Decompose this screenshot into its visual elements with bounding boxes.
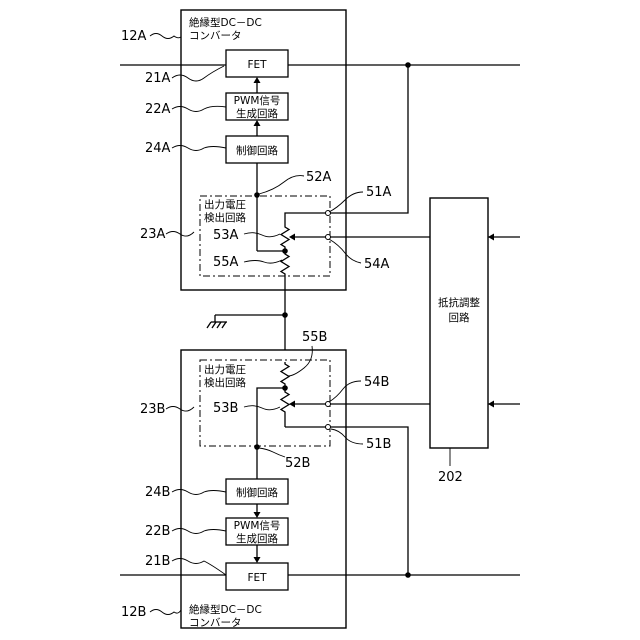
- ref-53b: 53B: [213, 401, 238, 416]
- ref-24b: 24B: [145, 485, 170, 500]
- ref-12b: 12B: [121, 605, 146, 620]
- ref-24a: 24A: [145, 141, 171, 156]
- ref-23a: 23A: [140, 227, 166, 242]
- converter-a-title-line2: コンバータ: [189, 30, 242, 42]
- converter-b-title-line2: コンバータ: [189, 617, 242, 629]
- terminal-54b: [326, 402, 331, 407]
- ref-51a: 51A: [366, 185, 392, 200]
- adjuster-line2: 回路: [449, 311, 470, 324]
- node-52a: [254, 192, 260, 198]
- control-a-label: 制御回路: [236, 144, 278, 157]
- detector-b-line1: 出力電圧: [204, 363, 246, 376]
- ref-52a: 52A: [306, 170, 332, 185]
- fet-b-label: FET: [247, 572, 267, 584]
- ground-icon: [207, 315, 227, 328]
- terminal-54a: [326, 235, 331, 240]
- ground-node: [282, 312, 288, 318]
- detector-b-line2: 検出回路: [204, 376, 246, 389]
- output-node-a: [405, 62, 411, 68]
- ref-21a: 21A: [145, 71, 171, 86]
- ref-12a: 12A: [121, 29, 147, 44]
- ref-51b: 51B: [366, 437, 391, 452]
- ref-55b: 55B: [302, 330, 327, 345]
- adjuster: 抵抗調整 回路 202: [331, 198, 521, 485]
- terminal-51b: [326, 425, 331, 430]
- node-52b: [254, 444, 260, 450]
- pwm-b-line1: PWM信号: [234, 520, 281, 532]
- ref-54b: 54B: [364, 375, 389, 390]
- ref-53a: 53A: [213, 228, 239, 243]
- ref-54a: 54A: [364, 257, 390, 272]
- converter-b: 出力電圧 検出回路 制御回路 PWM信号 生成回路 FET 絶縁: [121, 330, 408, 629]
- pwm-b-line2: 生成回路: [236, 532, 278, 545]
- detector-a-line1: 出力電圧: [204, 198, 246, 211]
- ref-22b: 22B: [145, 524, 170, 539]
- converter-b-title-line1: 絶縁型DC－DC: [189, 603, 262, 616]
- ref-202: 202: [438, 470, 463, 485]
- ref-55a: 55A: [213, 255, 239, 270]
- adjuster-line1: 抵抗調整: [438, 296, 480, 309]
- control-b-label: 制御回路: [236, 486, 278, 499]
- detector-a-line2: 検出回路: [204, 211, 246, 224]
- leader-12b: [150, 610, 181, 615]
- output-node-b: [405, 572, 411, 578]
- arrowhead-input-a: [488, 234, 494, 241]
- ref-52b: 52B: [285, 456, 310, 471]
- fet-a-label: FET: [247, 59, 267, 71]
- arrowhead-input-b: [488, 401, 494, 408]
- ref-22a: 22A: [145, 102, 171, 117]
- pwm-a-line2: 生成回路: [236, 107, 278, 120]
- ref-21b: 21B: [145, 554, 170, 569]
- ref-23b: 23B: [140, 402, 165, 417]
- pwm-a-line1: PWM信号: [234, 95, 281, 107]
- converter-a-title-line1: 絶縁型DC－DC: [189, 16, 262, 29]
- converter-a: 絶縁型DC－DC コンバータ FET PWM信号 生成回路 制御回路 出力電圧 …: [121, 10, 408, 290]
- leader-12a: [150, 34, 181, 39]
